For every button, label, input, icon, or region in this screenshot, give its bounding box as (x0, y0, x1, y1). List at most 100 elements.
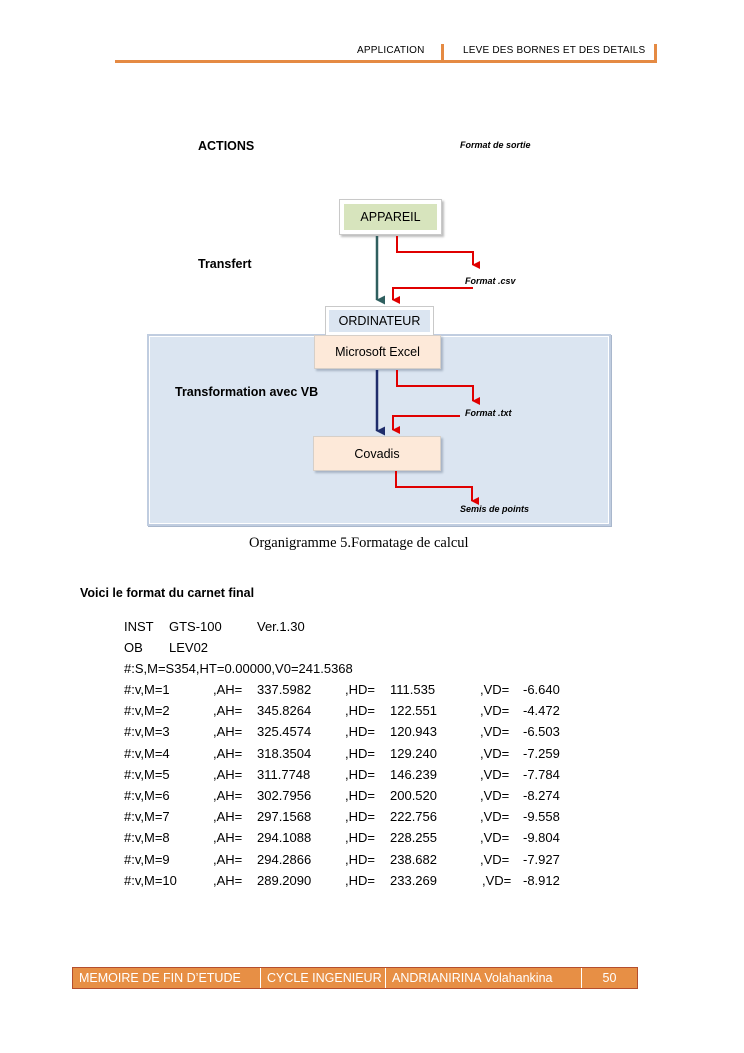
header-rule (115, 60, 657, 63)
hd-value: 111.535 (390, 682, 436, 697)
ah-label: ,AH= (213, 788, 243, 803)
inst-keyword: INST (124, 619, 154, 634)
covadis-node-label: Covadis (354, 446, 400, 461)
ah-value: 311.7748 (257, 766, 311, 782)
vd-value: -8.274 (523, 788, 560, 803)
vd-value: -7.784 (523, 766, 560, 782)
transformation-label: Transformation avec VB (175, 385, 319, 399)
carnet-row: #:v,M=4 ,AH= 318.3504 ,HD= 129.240 ,VD= -7.259 (124, 746, 584, 767)
ordinateur-node: ORDINATEUR (325, 306, 434, 336)
txt-format-label: Format .txt (465, 408, 512, 418)
measure-id: #:v,M=10 (124, 872, 177, 888)
carnet-inst-line: INST GTS-100 Ver.1.30 (124, 619, 424, 640)
vd-label: ,VD= (480, 682, 510, 697)
diagram-caption: Organigramme 5.Formatage de calcul (249, 535, 469, 551)
excel-node: Microsoft Excel (314, 335, 441, 369)
vd-value: -6.640 (523, 682, 560, 697)
ah-label: ,AH= (213, 682, 243, 697)
semis-format-label: Semis de points (460, 504, 530, 514)
measure-id: #:v,M=9 (124, 851, 170, 867)
hd-label: ,HD= (345, 682, 375, 697)
hd-value: 222.756 (390, 809, 437, 825)
hd-label: ,HD= (345, 788, 375, 803)
carnet-row: #:v,M=6 ,AH= 302.7956 ,HD= 200.520 ,VD= -8.274 (124, 788, 584, 809)
ob-value: LEV02 (169, 640, 209, 655)
csv-format-label: Format .csv (465, 276, 516, 286)
measure-id: #:v,M=7 (124, 809, 170, 825)
appareil-node: APPAREIL (339, 199, 442, 235)
actions-label: ACTIONS (198, 139, 255, 153)
covadis-node: Covadis (313, 436, 441, 471)
hd-label: ,HD= (345, 724, 375, 740)
measure-id: #:v,M=8 (124, 830, 170, 846)
carnet-station-line: #:S,M=S354,HT=0.00000,V0=241.5368 (124, 661, 424, 682)
measure-id: #:v,M=5 (124, 766, 170, 782)
hd-label: ,HD= (345, 809, 375, 825)
carnet-row: #:v,M=5 ,AH= 311.7748 ,HD= 146.239 ,VD= -7.784 (124, 767, 584, 788)
ah-value: 318.3504 (257, 745, 312, 761)
page-footer: MEMOIRE DE FIN D’ETUDE CYCLE INGENIEUR A… (72, 967, 638, 989)
measure-id: #:v,M=6 (124, 788, 170, 803)
ah-value: 297.1568 (257, 809, 312, 825)
ordinateur-node-fill: ORDINATEUR (329, 310, 430, 332)
vd-value: -7.927 (523, 851, 560, 867)
hd-label: ,HD= (345, 703, 375, 719)
ah-label: ,AH= (213, 830, 243, 846)
csv-input-arrow (392, 287, 473, 304)
measure-id: #:v,M=1 (124, 682, 170, 697)
hd-value: 200.520 (390, 788, 437, 803)
hd-label: ,HD= (345, 851, 375, 867)
csv-output-arrow (396, 236, 480, 269)
station-value: #:S,M=S354,HT=0.00000,V0=241.5368 (124, 661, 353, 676)
excel-node-label: Microsoft Excel (335, 345, 420, 359)
hd-value: 129.240 (390, 745, 437, 761)
hd-value: 228.255 (390, 830, 437, 846)
ah-label: ,AH= (213, 809, 243, 825)
carnet-row: #:v,M=9,AH=294.2866,HD=238.682,VD=-7.927 (124, 852, 584, 873)
ah-value: 325.4574 (257, 724, 312, 740)
ah-label: ,AH= (213, 851, 243, 867)
ah-value: 302.7956 (257, 788, 312, 803)
vd-value: -6.503 (523, 724, 560, 740)
carnet-row: #:v,M=7,AH=297.1568,HD=222.756,VD=-9.558 (124, 809, 584, 830)
vd-label: ,VD= (480, 788, 510, 803)
vd-value: -9.804 (523, 830, 560, 846)
vd-label: ,VD= (480, 809, 510, 825)
hd-label: ,HD= (345, 745, 375, 761)
ah-label: ,AH= (213, 745, 243, 761)
ordinateur-node-label: ORDINATEUR (338, 314, 421, 328)
vd-label: ,VD= (480, 766, 510, 782)
ah-value: 294.1088 (257, 830, 312, 846)
ah-value: 337.5982 (257, 682, 312, 697)
vd-value: -7.259 (523, 745, 560, 761)
hd-value: 233.269 (390, 872, 437, 888)
hd-label: ,HD= (345, 766, 375, 782)
carnet-row: #:v,M=10,AH=289.2090,HD=233.269,VD=-8.91… (124, 873, 584, 894)
ob-keyword: OB (124, 640, 143, 655)
hd-value: 120.943 (390, 724, 437, 740)
carnet-row: #:v,M=3 ,AH= 325.4574 ,HD= 120.943 ,VD= -6.503 (124, 724, 584, 745)
vd-value: -4.472 (523, 703, 560, 719)
ah-label: ,AH= (213, 766, 243, 782)
vd-label: ,VD= (480, 745, 510, 761)
vd-label: ,VD= (480, 830, 510, 846)
carnet-row: #:v,M=2,AH=345.8264,HD=122.551,VD=-4.472 (124, 703, 584, 724)
ah-label: ,AH= (213, 703, 243, 719)
footer-author: ANDRIANIRINA Volahankina (386, 968, 582, 988)
footer-page-number: 50 (602, 971, 617, 985)
vd-label: ,VD= (482, 872, 512, 888)
output-format-label: Format de sortie (460, 140, 531, 150)
measure-id: #:v,M=3 (124, 724, 170, 740)
vd-label: ,VD= (480, 724, 510, 740)
header-end-tick (654, 44, 657, 62)
ah-label: ,AH= (213, 872, 243, 888)
ah-value: 294.2866 (257, 851, 312, 867)
measure-id: #:v,M=4 (124, 745, 170, 761)
vd-value: -8.912 (523, 872, 560, 888)
hd-value: 146.239 (390, 766, 437, 782)
appareil-node-label: APPAREIL (360, 210, 421, 224)
hd-value: 122.551 (390, 703, 437, 719)
vd-label: ,VD= (480, 851, 510, 867)
ah-label: ,AH= (213, 724, 243, 740)
